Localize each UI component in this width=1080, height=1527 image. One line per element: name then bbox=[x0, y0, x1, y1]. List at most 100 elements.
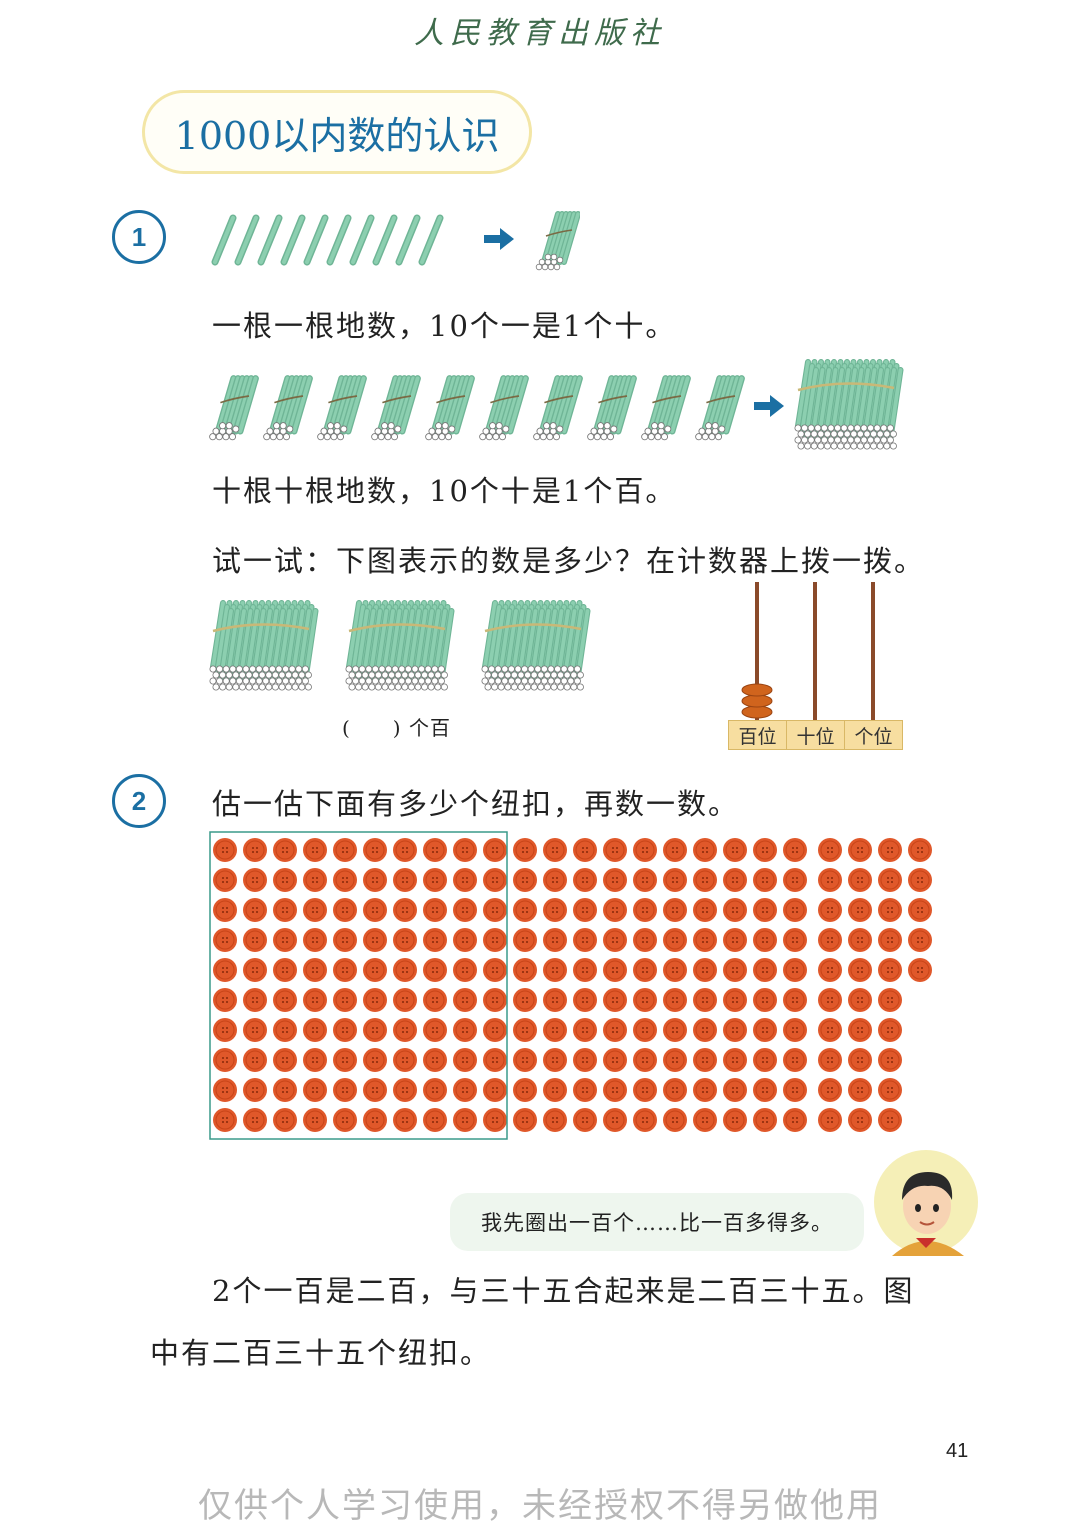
button-item bbox=[453, 1078, 477, 1102]
button-item bbox=[633, 988, 657, 1012]
example1-line2: 十根十根地数，10个十是1个百。 bbox=[212, 474, 677, 508]
button-item bbox=[213, 958, 237, 982]
button-item bbox=[423, 898, 447, 922]
button-item bbox=[333, 1048, 357, 1072]
button-item bbox=[423, 928, 447, 952]
button-item bbox=[213, 838, 237, 862]
button-item bbox=[723, 1078, 747, 1102]
button-item bbox=[753, 868, 777, 892]
example2-prompt: 估一估下面有多少个纽扣，再数一数。 bbox=[212, 787, 740, 821]
button-item bbox=[273, 1108, 297, 1132]
answer-line-1: 2个一百是二百，与三十五合起来是二百三十五。图 bbox=[212, 1274, 915, 1308]
button-item bbox=[393, 958, 417, 982]
button-item bbox=[213, 898, 237, 922]
button-item bbox=[693, 1108, 717, 1132]
button-item bbox=[333, 1018, 357, 1042]
button-item bbox=[483, 958, 507, 982]
button-item bbox=[818, 1108, 842, 1132]
counting-frame[interactable] bbox=[728, 580, 903, 722]
hundred-bundles-group bbox=[205, 595, 605, 700]
button-item bbox=[603, 988, 627, 1012]
button-item bbox=[453, 988, 477, 1012]
button-item bbox=[848, 1018, 872, 1042]
button-item bbox=[603, 1048, 627, 1072]
button-item bbox=[818, 988, 842, 1012]
button-item bbox=[513, 1048, 537, 1072]
button-item bbox=[908, 838, 932, 862]
button-item bbox=[483, 988, 507, 1012]
button-item bbox=[453, 898, 477, 922]
button-item bbox=[723, 868, 747, 892]
arrow-icon bbox=[484, 228, 514, 250]
button-item bbox=[333, 868, 357, 892]
button-item bbox=[453, 838, 477, 862]
button-item bbox=[818, 1078, 842, 1102]
button-item bbox=[303, 988, 327, 1012]
button-item bbox=[818, 1048, 842, 1072]
button-item bbox=[423, 958, 447, 982]
button-item bbox=[693, 1018, 717, 1042]
button-item bbox=[363, 1078, 387, 1102]
button-item bbox=[513, 868, 537, 892]
button-item bbox=[393, 1018, 417, 1042]
button-item bbox=[878, 958, 902, 982]
button-item bbox=[783, 898, 807, 922]
hundred-bundle bbox=[794, 359, 904, 450]
button-item bbox=[603, 1018, 627, 1042]
button-item bbox=[513, 1108, 537, 1132]
button-item bbox=[243, 988, 267, 1012]
button-item bbox=[543, 988, 567, 1012]
button-item bbox=[848, 1048, 872, 1072]
button-item bbox=[513, 1018, 537, 1042]
button-item bbox=[513, 958, 537, 982]
button-item bbox=[693, 928, 717, 952]
button-item bbox=[513, 928, 537, 952]
button-item bbox=[543, 1108, 567, 1132]
button-item bbox=[333, 958, 357, 982]
button-item bbox=[783, 1048, 807, 1072]
button-item bbox=[543, 928, 567, 952]
button-item bbox=[723, 958, 747, 982]
button-item bbox=[543, 1048, 567, 1072]
page-number: 41 bbox=[946, 1440, 969, 1462]
button-item bbox=[783, 838, 807, 862]
button-item bbox=[663, 1078, 687, 1102]
arrow-icon bbox=[754, 395, 784, 417]
button-item bbox=[273, 1048, 297, 1072]
button-item bbox=[848, 1108, 872, 1132]
button-item bbox=[423, 988, 447, 1012]
button-item bbox=[663, 1048, 687, 1072]
ten-bundle bbox=[587, 375, 637, 441]
button-item bbox=[483, 868, 507, 892]
button-item bbox=[878, 1018, 902, 1042]
button-item bbox=[663, 928, 687, 952]
button-item bbox=[663, 868, 687, 892]
button-item bbox=[818, 838, 842, 862]
button-item bbox=[273, 1018, 297, 1042]
button-item bbox=[878, 988, 902, 1012]
button-item bbox=[693, 958, 717, 982]
button-item bbox=[273, 988, 297, 1012]
button-item bbox=[393, 838, 417, 862]
button-item bbox=[633, 838, 657, 862]
button-item bbox=[333, 838, 357, 862]
button-item bbox=[333, 1108, 357, 1132]
button-item bbox=[243, 928, 267, 952]
button-item bbox=[453, 928, 477, 952]
button-item bbox=[393, 868, 417, 892]
ten-bundle bbox=[535, 211, 580, 271]
button-item bbox=[603, 1078, 627, 1102]
abacus-bead bbox=[741, 705, 773, 719]
button-item bbox=[603, 868, 627, 892]
button-item bbox=[783, 868, 807, 892]
button-item bbox=[273, 868, 297, 892]
button-item bbox=[753, 1108, 777, 1132]
button-item bbox=[423, 868, 447, 892]
button-item bbox=[273, 898, 297, 922]
button-item bbox=[303, 1108, 327, 1132]
button-item bbox=[453, 868, 477, 892]
button-item bbox=[243, 868, 267, 892]
ten-bundle bbox=[317, 375, 367, 441]
button-item bbox=[393, 1048, 417, 1072]
button-item bbox=[848, 928, 872, 952]
